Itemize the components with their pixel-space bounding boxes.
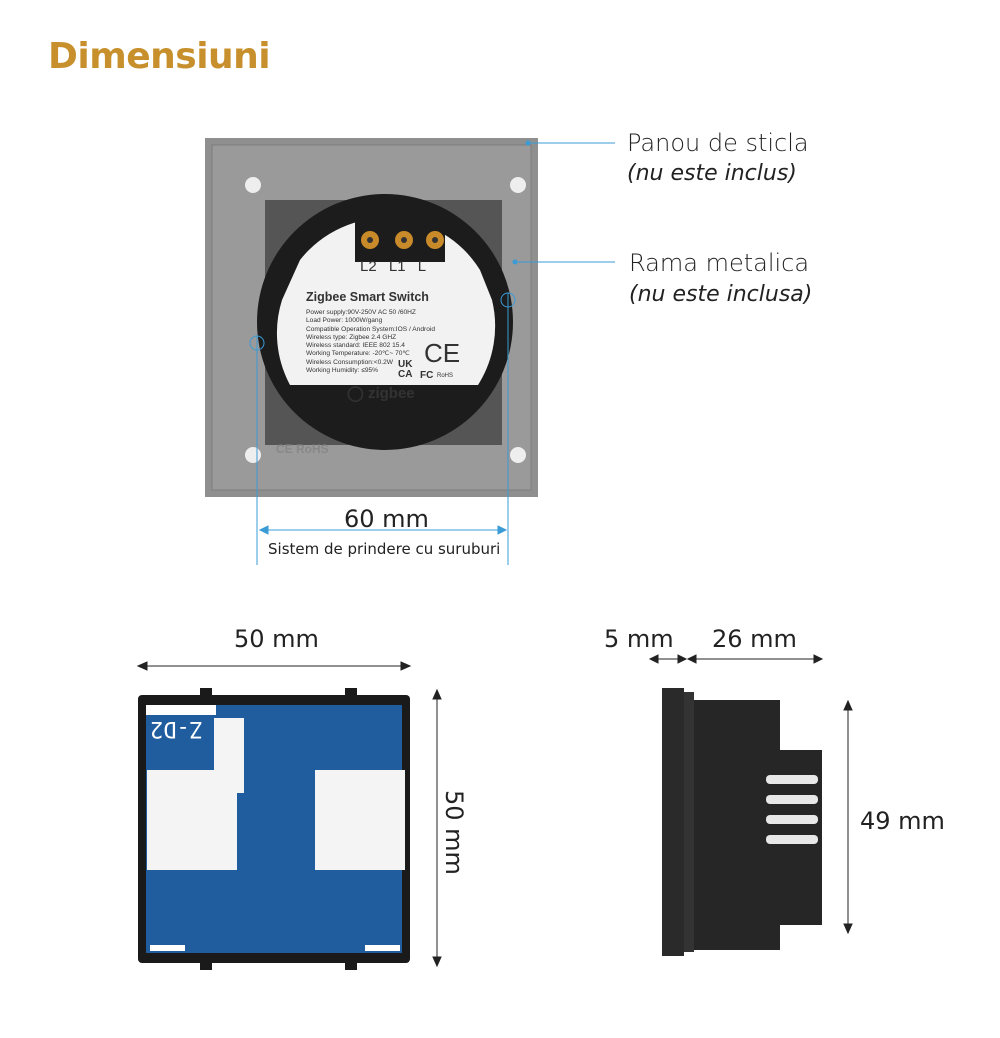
ukca-mark: UK CA bbox=[398, 359, 413, 380]
rohs-mark: RoHS bbox=[437, 373, 454, 379]
glass-panel-note: (nu este inclus) bbox=[627, 161, 797, 186]
spec-line: Compatible Operation System:IOS / Androi… bbox=[306, 325, 436, 333]
spec-line: Wireless Consumption:<0.2W bbox=[306, 358, 394, 366]
side-height-dimension: 49 mm bbox=[860, 807, 945, 835]
spec-line: Working Temperature: -20℃~ 70℃ bbox=[306, 350, 410, 358]
ce-mark: CE bbox=[424, 338, 461, 368]
terminal-l: L bbox=[417, 258, 427, 275]
back-width-dimension: 50 mm bbox=[234, 625, 319, 653]
zigbee-logo: ◯ zigbee bbox=[347, 385, 415, 402]
callout-lines bbox=[249, 140, 615, 565]
back-dimension-lines bbox=[136, 661, 442, 968]
spec-line: Power supply:90V-250V AC 50 /60HZ bbox=[306, 309, 416, 316]
back-view-pcb bbox=[138, 688, 410, 970]
spec-line: Load Power: 1000W/gang bbox=[306, 317, 383, 325]
front-depth-dimension: 5 mm bbox=[604, 625, 674, 653]
mount-caption: Sistem de prindere cu suruburi bbox=[268, 540, 501, 558]
fcc-mark: FC bbox=[420, 370, 434, 381]
spec-line: Wireless standard: IEEE 802 15.4 bbox=[306, 342, 405, 350]
front-view-photo bbox=[205, 138, 538, 497]
terminal-l1: L1 bbox=[388, 258, 406, 275]
metal-frame-label: Rama metalica bbox=[629, 249, 810, 277]
back-height-dimension: 50 mm bbox=[440, 790, 468, 875]
zigbee-brand: zigbee bbox=[367, 385, 415, 402]
side-view-photo bbox=[662, 688, 822, 956]
body-depth-dimension: 26 mm bbox=[712, 625, 797, 653]
spec-line: Wireless type: Zigbee 2.4 GHZ bbox=[306, 333, 397, 341]
mount-dimension: 60 mm bbox=[344, 505, 429, 533]
spec-line: Working Humidity: ≤95% bbox=[306, 367, 379, 375]
terminal-labels: L2 L1 L bbox=[360, 258, 426, 275]
metal-frame-note: (nu este inclusa) bbox=[629, 282, 813, 307]
glass-panel-label: Panou de sticla bbox=[627, 129, 809, 157]
device-specs: Power supply:90V-250V AC 50 /60HZ Load P… bbox=[306, 309, 435, 375]
page-title: Dimensiuni bbox=[48, 36, 271, 77]
side-dimension-lines bbox=[648, 654, 853, 935]
pcb-code: Z-D2 bbox=[150, 716, 203, 741]
plate-marks: CE RoHS bbox=[276, 442, 329, 456]
device-name: Zigbee Smart Switch bbox=[306, 290, 429, 304]
terminal-l2: L2 bbox=[360, 258, 377, 275]
